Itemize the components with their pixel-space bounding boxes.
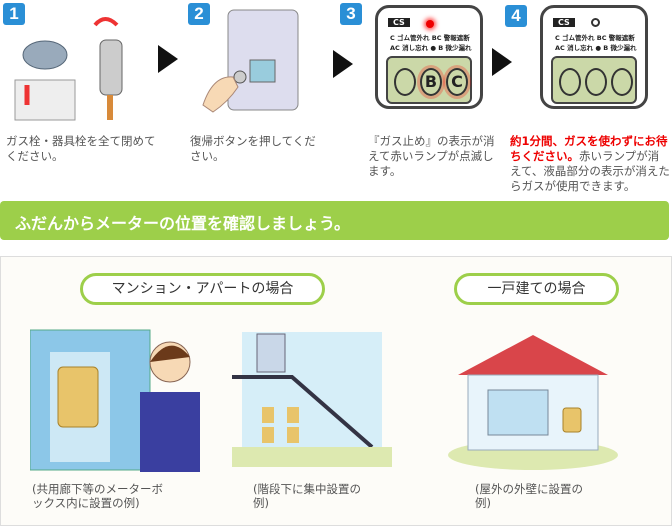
next-arrow-icon: [333, 50, 353, 78]
lcd-b-indicator: B: [420, 68, 442, 96]
lamp-off-icon: [591, 18, 600, 27]
lcd-circle: [559, 68, 581, 96]
step-3-text: 『ガス止め』の表示が消えて赤いランプが点滅します。: [368, 134, 495, 178]
caption-house: (屋外の外壁に設置の例): [475, 482, 583, 510]
lcd-circle: [585, 68, 607, 96]
lcd-c-indicator: C: [446, 68, 468, 96]
meter-display-blinking: CS C ゴム管外れ BC 警報遮断 AC 消し忘れ ● B 微少漏れ B C: [375, 5, 483, 109]
meter-label-line2: AC 消し忘れ ● B 微少漏れ: [555, 44, 637, 52]
meter-label-line1: C ゴム管外れ BC 警報遮断: [555, 34, 635, 42]
section-title-house: 一戸建ての場合: [454, 273, 619, 305]
step-3-number: 3: [340, 3, 362, 25]
lcd-circle: [394, 68, 416, 96]
meter-label-line2: AC 消し忘れ ● B 微少漏れ: [390, 44, 472, 52]
house-meter-illustration: [448, 335, 618, 470]
step-2-number: 2: [188, 3, 210, 25]
step-1-text: ガス栓・器具栓を全て閉めてください。: [6, 134, 156, 163]
next-arrow-icon: [492, 48, 512, 76]
next-arrow-icon: [158, 45, 178, 73]
step-4-body: 赤いランプが消えて、液晶部分の表示が消えたらガスが使用できます。: [510, 149, 670, 193]
stairs-meter-illustration: [232, 332, 392, 467]
red-lamp-icon: [426, 20, 434, 28]
meter-label-line1: C ゴム管外れ BC 警報遮断: [390, 34, 470, 42]
step-2-text: 復帰ボタンを押してください。: [190, 134, 316, 163]
caption-meter-box: (共用廊下等のメーターボックス内に設置の例): [32, 482, 163, 510]
step-4-number: 4: [505, 5, 527, 27]
lcd-circle: [611, 68, 633, 96]
step-4-text: 約1分間、ガスを使わずにお待ちください。赤いランプが消えて、液晶部分の表示が消え…: [510, 134, 670, 194]
step-1-number: 1: [3, 3, 25, 25]
meter-reset-button-illustration: [202, 9, 299, 113]
banner-heading: ふだんからメーターの位置を確認しましょう。: [0, 201, 669, 240]
meter-box-illustration: [30, 329, 200, 472]
close-gas-valve-illustration: [14, 17, 123, 121]
lcd-panel: B C: [386, 56, 472, 104]
cs-label: CS: [388, 18, 410, 27]
lcd-panel: [551, 56, 637, 104]
meter-display-normal: CS C ゴム管外れ BC 警報遮断 AC 消し忘れ ● B 微少漏れ: [540, 5, 648, 109]
section-title-apartment: マンション・アパートの場合: [80, 273, 325, 305]
step-4-warning: 約1分間、ガスを使わずにお待ちください。: [510, 134, 668, 163]
caption-stairs: (階段下に集中設置の例): [253, 482, 361, 510]
cs-label: CS: [553, 18, 575, 27]
